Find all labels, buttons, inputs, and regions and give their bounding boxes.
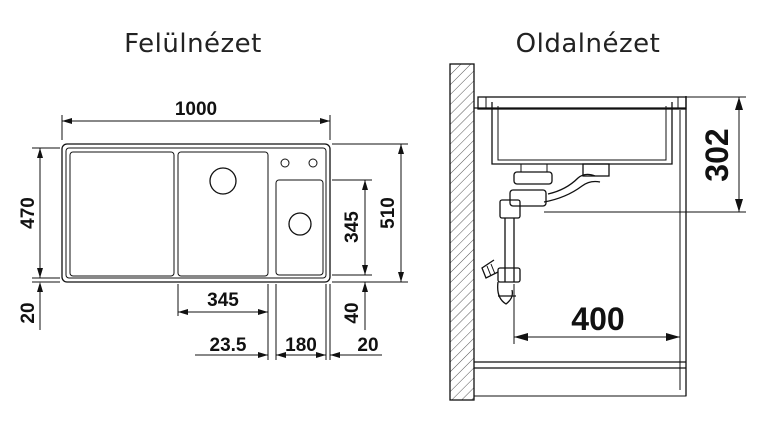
dim-depth: 302 [699,128,735,181]
dim-left-bottom-gap: 20 [18,302,39,323]
main-bowl-drain-icon [209,167,237,195]
dim-drain-offset: 400 [571,301,624,337]
dim-left-height: 470 [18,197,39,229]
dim-total-width: 1000 [175,99,217,120]
countertop [477,96,687,110]
sink-bowl-profile [491,102,673,165]
small-bowl-drain-icon [288,212,312,236]
side-view: 302 400 [449,63,746,401]
tap-hole-icon [280,158,290,168]
top-view-title: Felülnézet [124,29,262,59]
small-bowl [275,179,324,276]
side-view-title: Oldalnézet [516,29,661,59]
sink-inner-outline [65,147,327,279]
drainboard [69,151,175,277]
dim-small-bowl-height: 345 [342,211,363,243]
dim-right-gap: 20 [357,335,378,356]
dim-small-bowl-width: 180 [285,335,317,356]
dim-right-bottom-gap: 40 [342,302,363,323]
dim-main-bowl-width: 345 [207,290,239,311]
dim-total-height: 510 [378,197,399,229]
top-view: 1000 470 20 345 510 40 [18,99,408,360]
main-bowl [177,151,269,277]
cabinet-base [473,367,687,397]
sink-outline [61,143,331,283]
drain-pipe-assembly [481,163,610,305]
tap-hole-icon [308,158,318,168]
dim-offset-1: 23.5 [210,335,247,356]
wall [449,63,475,401]
